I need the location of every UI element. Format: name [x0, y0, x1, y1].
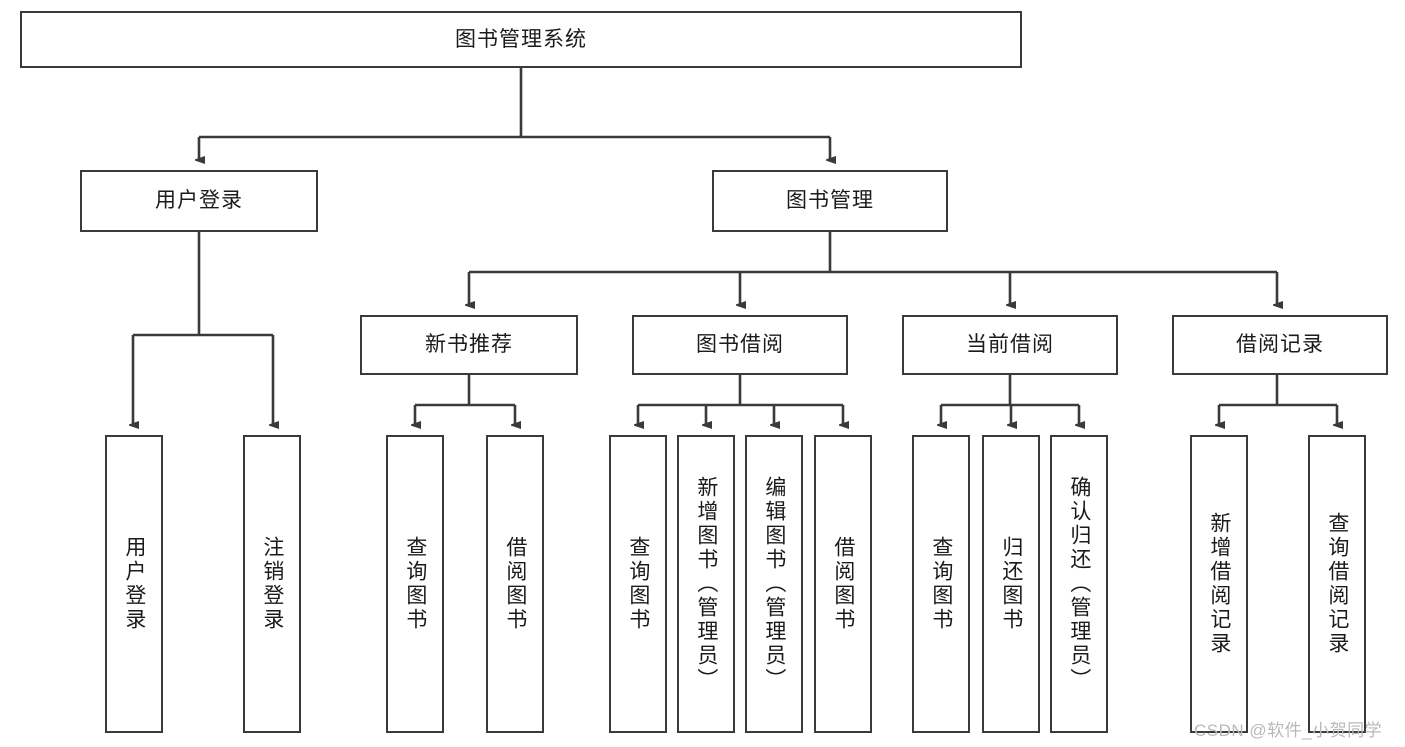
- node-current-borrow[interactable]: 当前借阅: [902, 315, 1118, 375]
- node-book-borrow[interactable]: 图书借阅: [632, 315, 848, 375]
- leaf-current-query-book[interactable]: 查询图书: [912, 435, 970, 733]
- leaf-borrow-add-book-admin[interactable]: 新增图书（管理员）: [677, 435, 735, 733]
- leaf-current-query-book-label: 查询图书: [929, 536, 953, 632]
- leaf-rec-query-book-label: 查询图书: [403, 536, 427, 632]
- leaf-logout[interactable]: 注销登录: [243, 435, 301, 733]
- watermark: CSDN @软件_小贺同学: [1194, 721, 1383, 740]
- leaf-rec-borrow-book[interactable]: 借阅图书: [486, 435, 544, 733]
- leaf-logout-label: 注销登录: [260, 536, 284, 632]
- node-book-management-label: 图书管理: [786, 189, 874, 213]
- node-book-management[interactable]: 图书管理: [712, 170, 948, 232]
- node-user-login-label: 用户登录: [155, 189, 243, 213]
- leaf-current-confirm-return-admin[interactable]: 确认归还（管理员）: [1050, 435, 1108, 733]
- node-root-label: 图书管理系统: [455, 27, 587, 51]
- leaf-borrow-query-book[interactable]: 查询图书: [609, 435, 667, 733]
- node-book-borrow-label: 图书借阅: [696, 333, 784, 357]
- leaf-borrow-add-book-admin-label: 新增图书（管理员）: [694, 476, 718, 692]
- leaf-borrow-borrow-book-label: 借阅图书: [831, 536, 855, 632]
- leaf-borrow-query-book-label: 查询图书: [626, 536, 650, 632]
- node-new-book-recommend[interactable]: 新书推荐: [360, 315, 578, 375]
- leaf-record-query-record-label: 查询借阅记录: [1325, 512, 1349, 656]
- leaf-borrow-edit-book-admin-label: 编辑图书（管理员）: [762, 476, 786, 692]
- leaf-record-query-record[interactable]: 查询借阅记录: [1308, 435, 1366, 733]
- node-borrow-record-label: 借阅记录: [1236, 333, 1324, 357]
- leaf-rec-borrow-book-label: 借阅图书: [503, 536, 527, 632]
- node-new-book-recommend-label: 新书推荐: [425, 333, 513, 357]
- leaf-current-return-book-label: 归还图书: [999, 536, 1023, 632]
- leaf-borrow-borrow-book[interactable]: 借阅图书: [814, 435, 872, 733]
- leaf-borrow-edit-book-admin[interactable]: 编辑图书（管理员）: [745, 435, 803, 733]
- leaf-rec-query-book[interactable]: 查询图书: [386, 435, 444, 733]
- leaf-current-confirm-return-admin-label: 确认归还（管理员）: [1067, 476, 1091, 692]
- leaf-user-login[interactable]: 用户登录: [105, 435, 163, 733]
- node-user-login[interactable]: 用户登录: [80, 170, 318, 232]
- node-current-borrow-label: 当前借阅: [966, 333, 1054, 357]
- leaf-user-login-label: 用户登录: [122, 536, 146, 632]
- node-borrow-record[interactable]: 借阅记录: [1172, 315, 1388, 375]
- node-root[interactable]: 图书管理系统: [20, 11, 1022, 68]
- leaf-current-return-book[interactable]: 归还图书: [982, 435, 1040, 733]
- leaf-record-add-record-label: 新增借阅记录: [1207, 512, 1231, 656]
- leaf-record-add-record[interactable]: 新增借阅记录: [1190, 435, 1248, 733]
